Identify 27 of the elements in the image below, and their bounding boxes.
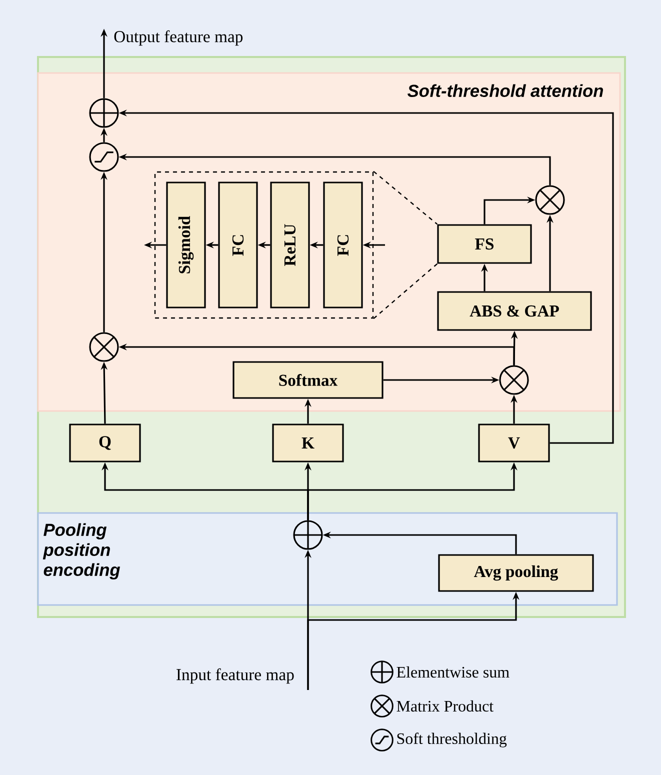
io-label: Input feature map [176, 668, 294, 684]
zoom-line [373, 170, 438, 225]
io-label: Output feature map [114, 30, 243, 46]
operator-symbol [293, 520, 323, 550]
process-box: FS [437, 224, 532, 264]
operator-symbol [89, 332, 119, 362]
process-box: ReLU [270, 182, 310, 308]
operator-symbol [499, 365, 529, 395]
panel-heading: Soft-threshold attention [408, 84, 604, 98]
zoom-line [373, 263, 438, 320]
dashed-box [154, 171, 374, 319]
process-box: Avg pooling [438, 554, 594, 592]
legend-text: Matrix Product [396, 700, 494, 712]
process-box: ABS & GAP [437, 291, 592, 331]
operator-symbol [535, 185, 565, 215]
process-box: Q [69, 424, 141, 462]
process-box: FC [323, 182, 363, 308]
operator-symbol [89, 142, 119, 172]
process-box: K [272, 424, 344, 462]
process-box: Softmax [232, 361, 384, 399]
process-box: V [478, 424, 550, 462]
operator-symbol [89, 98, 119, 128]
legend-text: Soft thresholding [397, 732, 507, 748]
process-box: FC [218, 182, 258, 308]
process-box: Sigmoid [166, 182, 206, 308]
legend-text: Elementwise sum [396, 666, 510, 678]
panel-heading: Pooling position encoding [42, 523, 120, 580]
